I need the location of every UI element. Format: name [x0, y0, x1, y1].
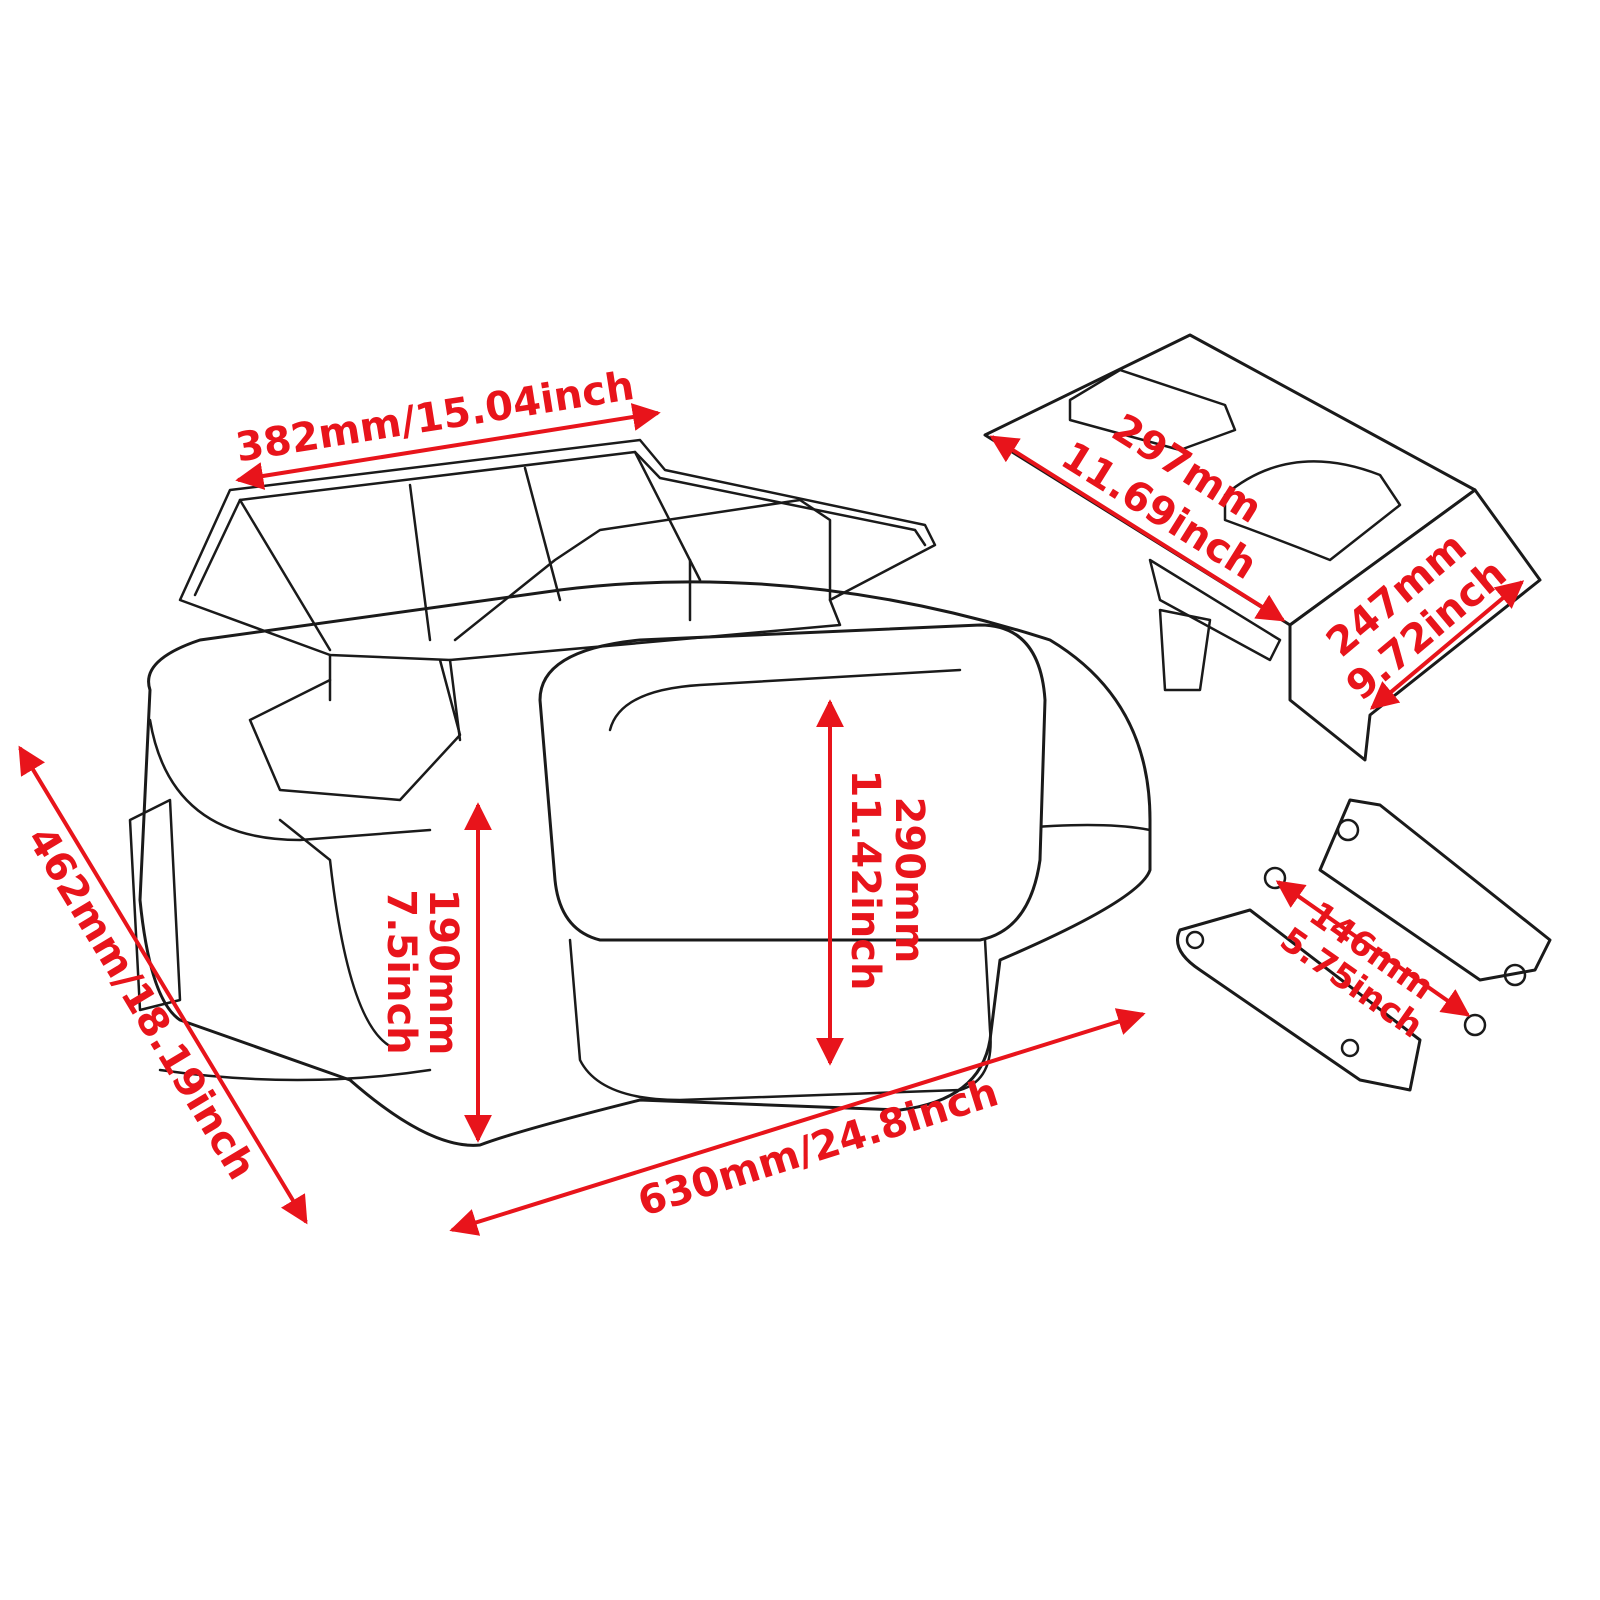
plate-length-arrow: [989, 435, 1286, 622]
side-height-inch-label: 7.5inch: [378, 889, 424, 1054]
plate-width-arrow: [1369, 580, 1525, 710]
rack-length-arrow: [235, 403, 661, 490]
trunk-depth-arrow: [18, 745, 308, 1225]
bracket-spacing-arrow: [1275, 880, 1471, 1017]
trunk-width-arrow: [449, 1008, 1146, 1236]
backrest-height-inch-label: 11.42inch: [842, 770, 888, 991]
backrest-height-mm-label: 290mm: [886, 797, 932, 964]
side-height-mm-label: 190mm: [420, 889, 466, 1056]
rack-length-label: 382mm/15.04inch: [233, 363, 638, 471]
